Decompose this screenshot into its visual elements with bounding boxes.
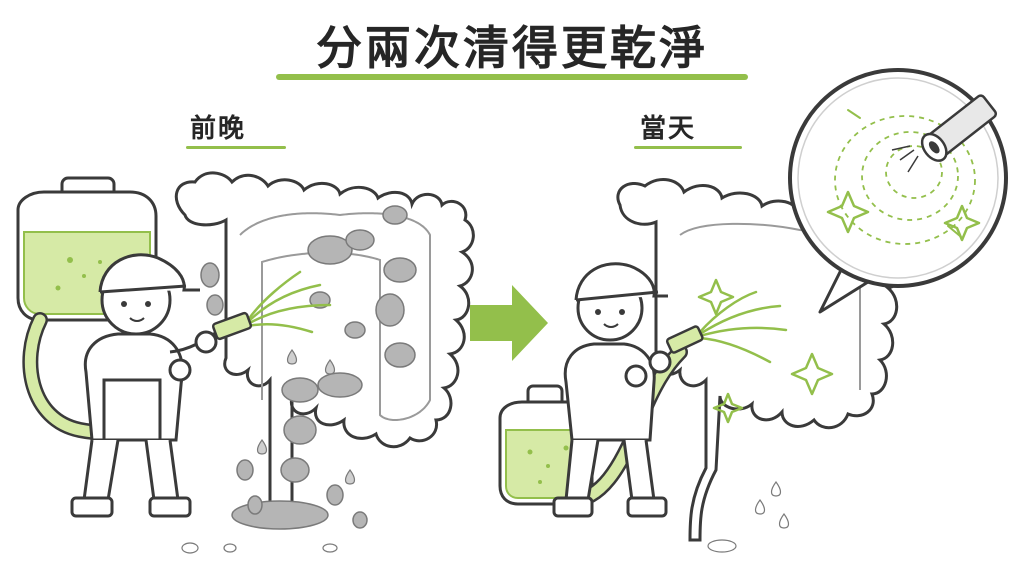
right-arrow-icon — [470, 285, 548, 361]
label-before-underline — [186, 146, 286, 149]
title-underline — [276, 74, 748, 80]
label-before: 前晚 — [190, 114, 247, 144]
label-after-underline — [634, 146, 742, 149]
sparkle-icon — [697, 278, 735, 316]
panel-before — [16, 171, 475, 554]
water-spray-after — [698, 290, 788, 364]
colon-after — [616, 177, 906, 542]
worker-before — [70, 253, 221, 518]
magnifier-bubble-icon — [788, 68, 1008, 314]
droplets-after — [707, 480, 790, 553]
sparkle-icon — [712, 392, 744, 424]
hose-nozzle-icon — [211, 311, 253, 341]
sparkle-icon — [790, 352, 834, 396]
hose-nozzle-icon — [665, 325, 704, 354]
panel-after — [498, 68, 1008, 553]
residue-clumps — [200, 205, 417, 530]
colon-before — [174, 171, 475, 522]
water-spray-before — [246, 270, 332, 334]
droplets-before — [256, 348, 356, 485]
sparkle-icon — [826, 190, 870, 234]
label-after: 當天 — [640, 114, 697, 144]
worker-after — [552, 262, 672, 518]
page-title: 分兩次清得更乾淨 — [316, 21, 708, 75]
sparkle-icon — [943, 204, 981, 242]
